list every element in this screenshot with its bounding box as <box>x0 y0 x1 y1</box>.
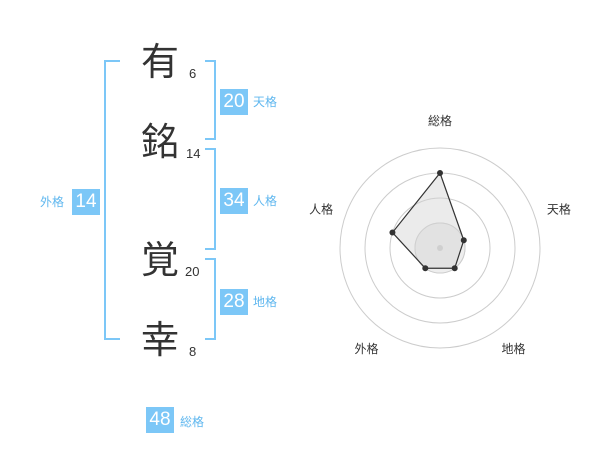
chikaku-label: 地格 <box>253 295 278 309</box>
radar-point-5 <box>389 229 396 236</box>
soukaku-value: 48 <box>146 407 174 433</box>
radar-axis-label-3: 地格 <box>501 341 525 356</box>
jinkaku-value: 34 <box>220 188 248 214</box>
stroke-count-4: 8 <box>189 344 197 359</box>
radar-axis-label-5: 人格 <box>309 201 333 216</box>
radar-grid-ring <box>339 147 541 349</box>
tenkaku-value: 20 <box>220 89 248 115</box>
gaikaku-label: 外格 <box>40 195 65 209</box>
chikaku-bracket <box>205 258 216 340</box>
radar-grid-ring <box>389 197 491 299</box>
stroke-count-1: 6 <box>189 66 197 81</box>
radar-data-polygon <box>391 171 465 269</box>
jinkaku-bracket <box>205 148 216 250</box>
jinkaku-label: 人格 <box>253 194 278 208</box>
name-char-3: 覚 <box>140 238 179 282</box>
radar-center-dot <box>437 245 443 251</box>
name-char-4: 幸 <box>140 318 179 362</box>
chikaku-value: 28 <box>220 289 248 315</box>
name-char-1: 有 <box>140 40 179 84</box>
radar-axis-label-2: 天格 <box>547 201 571 216</box>
radar-point-3 <box>451 265 458 272</box>
stroke-count-3: 20 <box>185 264 200 279</box>
radar-point-1 <box>437 170 443 176</box>
stroke-count-2: 14 <box>186 146 201 161</box>
name-char-2: 銘 <box>140 120 179 164</box>
radar-axis-label-4: 外格 <box>355 341 379 356</box>
tenkaku-label: 天格 <box>253 95 278 109</box>
radar-point-2 <box>460 237 467 244</box>
gaikaku-bracket <box>104 60 120 340</box>
tenkaku-bracket <box>205 60 216 140</box>
soukaku-label: 総格 <box>180 415 205 429</box>
radar-point-4 <box>422 265 429 272</box>
radar-axis-label-1: 総格 <box>428 113 452 128</box>
gaikaku-value: 14 <box>72 189 100 215</box>
